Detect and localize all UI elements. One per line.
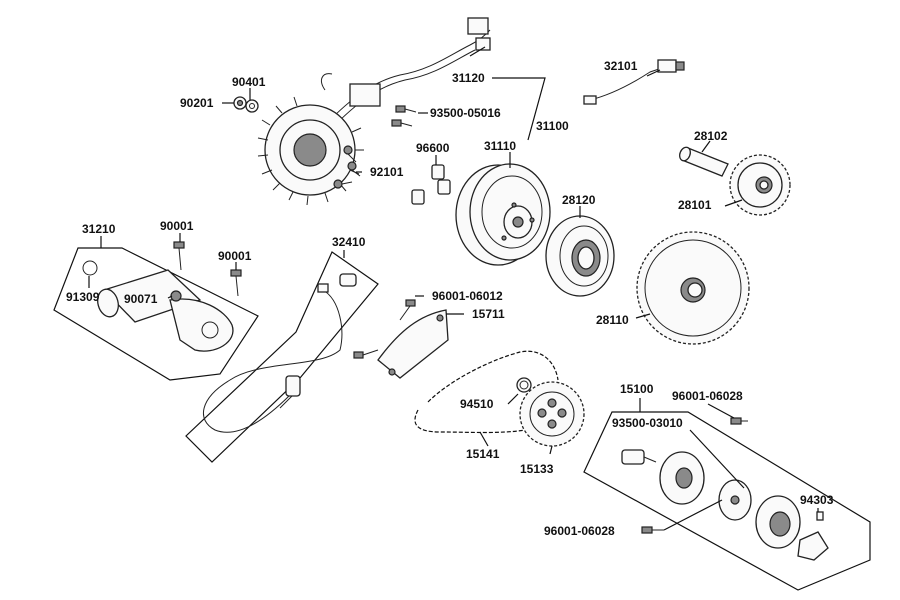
label-92101: 92101 — [370, 165, 404, 179]
label-15141: 15141 — [466, 447, 500, 461]
label-94303: 94303 — [800, 493, 834, 507]
label-90201: 90201 — [180, 96, 214, 110]
label-31110: 31110 — [484, 139, 516, 153]
flywheel-31110 — [455, 163, 551, 266]
label-32101: 32101 — [604, 59, 638, 73]
label-96001-06028-b: 96001-06028 — [544, 524, 615, 538]
starter-motor-box — [53, 247, 259, 381]
label-15100: 15100 — [620, 382, 654, 396]
nut-90201 — [233, 96, 247, 110]
gear-28110 — [636, 231, 750, 345]
label-28110: 28110 — [596, 313, 629, 327]
washer-90401 — [245, 99, 259, 113]
label-93500-03010: 93500-03010 — [612, 416, 683, 430]
bolts-96600 — [411, 164, 451, 205]
stator-assembly — [257, 17, 491, 206]
label-15711: 15711 — [472, 307, 505, 321]
label-90401: 90401 — [232, 75, 266, 89]
label-15133: 15133 — [520, 462, 554, 476]
label-96001-06028-a: 96001-06028 — [672, 389, 743, 403]
bolts-93500-05016 — [391, 105, 417, 127]
chain-cover-15711 — [377, 309, 449, 379]
gear-28101 — [729, 154, 791, 216]
bolts-90001 — [173, 241, 242, 297]
label-94510: 94510 — [460, 397, 494, 411]
pickup-sensor-32101 — [583, 59, 685, 105]
label-28101: 28101 — [678, 198, 712, 212]
label-90071: 90071 — [124, 292, 158, 306]
label-91309: 91309 — [66, 290, 100, 304]
label-96001-06012: 96001-06012 — [432, 289, 503, 303]
starter-clutch-28120 — [545, 215, 615, 297]
label-31120: 31120 — [452, 71, 485, 85]
bolt-96001-06012 — [353, 299, 416, 359]
sprocket-15133 — [519, 381, 585, 447]
label-28102: 28102 — [694, 129, 728, 143]
shaft-28102 — [679, 146, 729, 177]
part-labels: 90201 90401 93500-05016 31120 31100 3111… — [66, 59, 834, 538]
chain-15141 — [414, 350, 559, 434]
cable-box-32410 — [185, 251, 379, 463]
label-31210: 31210 — [82, 222, 116, 236]
label-90001-b: 90001 — [218, 249, 252, 263]
screws-92101 — [333, 145, 361, 189]
label-31100: 31100 — [536, 119, 569, 133]
label-32410: 32410 — [332, 235, 366, 249]
oil-pump-box — [583, 411, 871, 591]
label-93500-05016: 93500-05016 — [430, 106, 501, 120]
label-96600: 96600 — [416, 141, 450, 155]
circlip-94510 — [516, 377, 532, 393]
label-90001-a: 90001 — [160, 219, 194, 233]
leader-lines — [88, 46, 819, 531]
label-28120: 28120 — [562, 193, 596, 207]
